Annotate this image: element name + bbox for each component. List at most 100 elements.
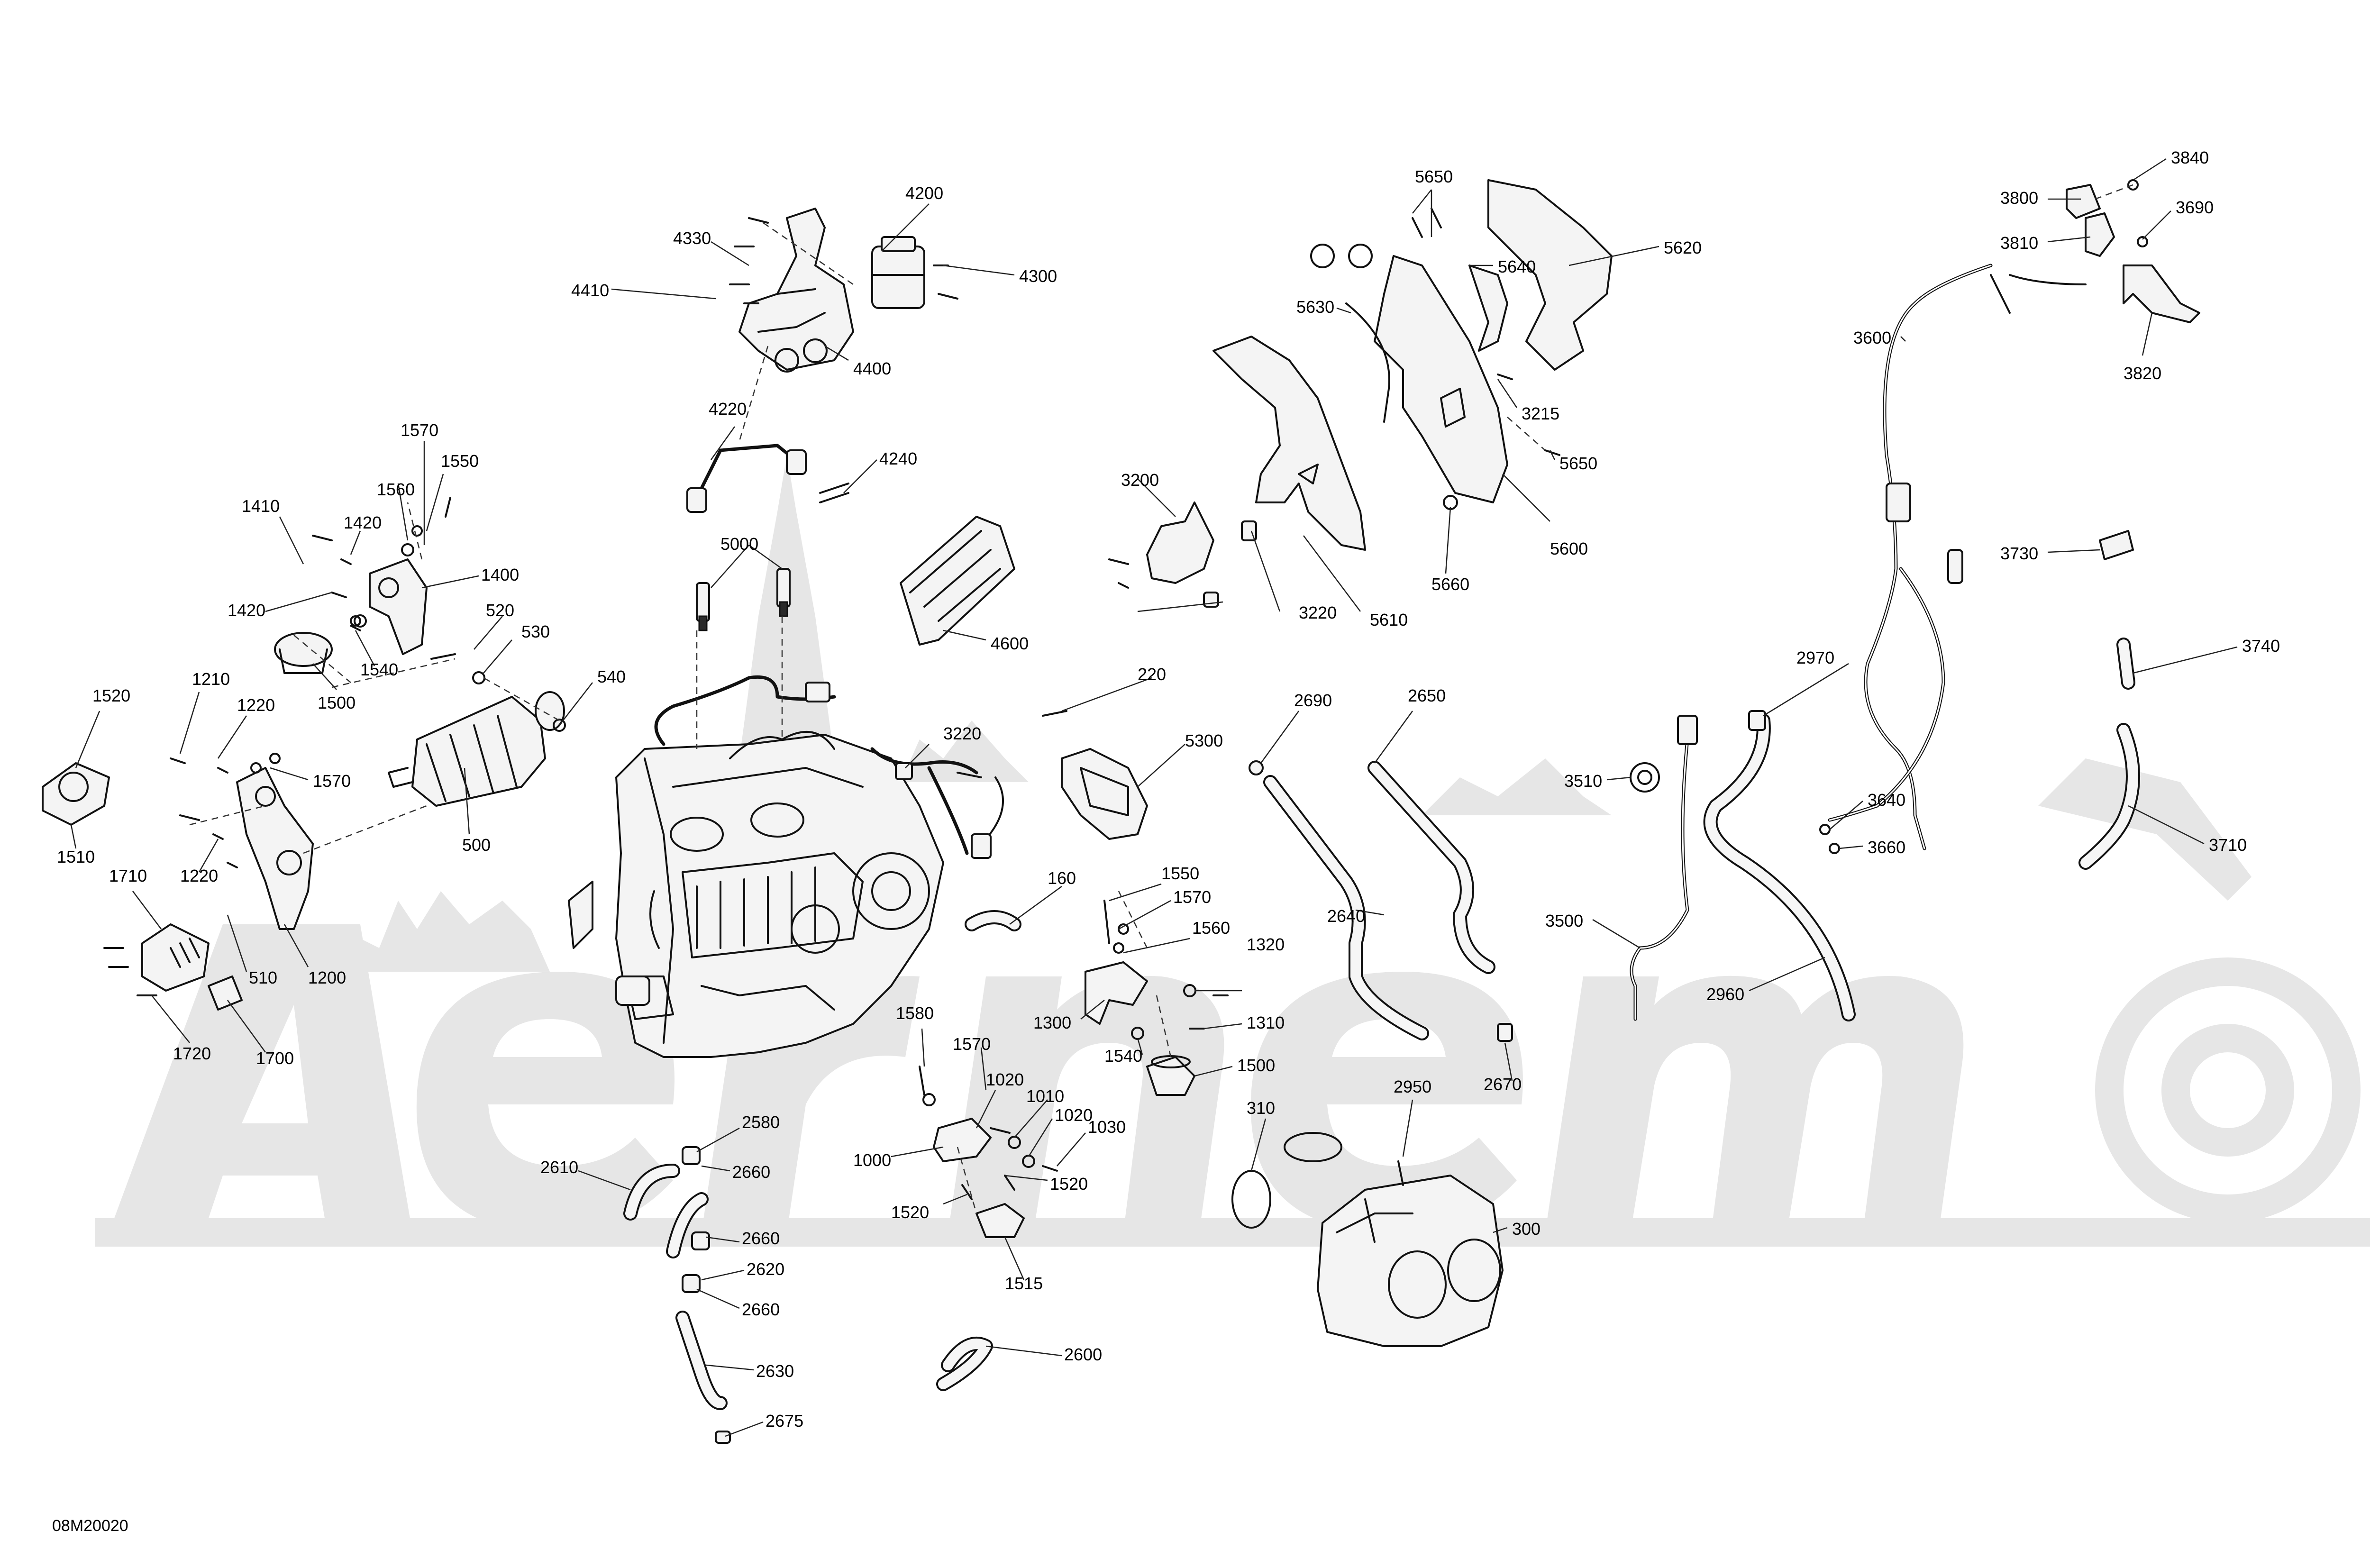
callout-5630: 5630 [1296,297,1334,317]
callout-5610: 5610 [1370,610,1408,629]
callout-1550: 1550 [1161,864,1199,883]
callout-4220: 4220 [709,399,747,419]
callout-5650: 5650 [1415,167,1453,186]
mount-1000 [919,1066,1058,1238]
callout-300: 300 [1512,1219,1540,1239]
callout-3840: 3840 [2171,148,2209,167]
callout-5640: 5640 [1498,257,1536,276]
starter-motor-500 [388,691,565,807]
callout-1570: 1570 [401,420,438,440]
engine-block [615,675,1004,1058]
callout-2690: 2690 [1294,691,1332,710]
callout-3200: 3200 [1121,470,1159,490]
callout-1030: 1030 [1088,1117,1126,1137]
callout-530: 530 [521,622,550,641]
callout-1320: 1320 [1247,935,1285,954]
callout-2670: 2670 [1484,1075,1522,1094]
callout-5000: 5000 [720,534,758,554]
callout-520: 520 [486,601,514,620]
callout-1410: 1410 [242,496,280,516]
bracket-3200 [1108,501,1257,608]
callout-2660: 2660 [742,1300,780,1319]
callout-1570: 1570 [953,1034,991,1054]
callout-1220: 1220 [237,695,275,715]
callout-2675: 2675 [766,1411,803,1431]
callout-1500: 1500 [1237,1056,1275,1075]
callout-3640: 3640 [1868,790,1905,810]
throttle-body-300 [1231,1132,1504,1347]
callout-1000: 1000 [853,1150,891,1170]
callout-4410: 4410 [571,281,609,300]
callout-1540: 1540 [1104,1046,1142,1066]
callout-3710: 3710 [2209,835,2247,855]
callout-1550: 1550 [441,451,479,471]
callout-500: 500 [462,835,491,855]
hoses-3710-3740 [2078,638,2140,870]
callout-1720: 1720 [173,1044,211,1063]
callout-3740: 3740 [2242,636,2280,656]
rubber-mount-1510 [42,762,110,826]
callout-1210: 1210 [192,669,230,689]
callout-1570: 1570 [313,771,351,791]
callout-3215: 3215 [1522,404,1559,423]
watermark-logo [95,455,2370,1247]
callout-1710: 1710 [109,866,147,885]
callout-5620: 5620 [1664,238,1702,257]
lever-3800-assembly [2066,179,2200,323]
callout-5650: 5650 [1559,454,1597,473]
callout-220: 220 [1138,665,1166,684]
callout-5300: 5300 [1185,731,1223,750]
callout-160: 160 [1048,868,1076,888]
callout-1020: 1020 [986,1070,1024,1089]
callout-1300: 1300 [1033,1013,1071,1032]
callout-4330: 4330 [673,228,711,248]
plate-1710 [141,923,210,992]
callout-1020: 1020 [1055,1105,1093,1125]
callout-1520: 1520 [1050,1174,1088,1194]
callout-4600: 4600 [991,634,1029,653]
callout-4200: 4200 [905,183,943,203]
callout-3660: 3660 [1868,838,1905,857]
callout-1520: 1520 [92,686,130,705]
callout-1560: 1560 [377,480,415,499]
callout-4240: 4240 [879,449,917,468]
callout-2660: 2660 [732,1162,770,1182]
callout-3600: 3600 [1853,328,1891,347]
hose-2960 [1703,710,1856,1021]
callout-2650: 2650 [1408,686,1446,705]
callout-1520: 1520 [891,1203,929,1222]
callout-1220: 1220 [180,866,218,885]
callout-1510: 1510 [57,847,95,866]
mount-1400 [369,558,428,655]
coolant-hoses-lower [623,1146,993,1444]
fasteners-left [103,497,566,996]
callout-1570: 1570 [1173,887,1211,907]
callout-3500: 3500 [1545,911,1583,930]
callout-3800: 3800 [2000,188,2038,208]
callout-2580: 2580 [742,1112,780,1132]
engine-side-plate [568,881,593,949]
module-4600 [900,516,1015,646]
callout-labels: 4200 4330 4300 4410 4400 4220 4240 5000 … [57,148,2280,1431]
callout-2950: 2950 [1394,1077,1431,1096]
callout-1420: 1420 [344,513,382,532]
callout-1400: 1400 [481,565,519,584]
pad-1700 [208,975,243,1011]
callout-5660: 5660 [1431,574,1469,594]
callout-3690: 3690 [2176,198,2214,217]
alignment-lines [189,184,2133,1214]
rubber-mount-1500-left [274,632,333,674]
engine-mount-bracket-1200 [236,767,314,930]
callout-1560: 1560 [1192,918,1230,938]
callout-4400: 4400 [853,359,891,378]
component-5300 [1061,748,1148,840]
callout-1500: 1500 [318,693,356,712]
callout-3220: 3220 [1299,603,1337,622]
callout-2660: 2660 [742,1229,780,1248]
callout-1515: 1515 [1005,1274,1043,1293]
callout-1580: 1580 [896,1003,934,1023]
callout-2970: 2970 [1796,648,1834,667]
heat-shields [1212,179,1613,551]
cable-3500 [1630,715,1840,1021]
